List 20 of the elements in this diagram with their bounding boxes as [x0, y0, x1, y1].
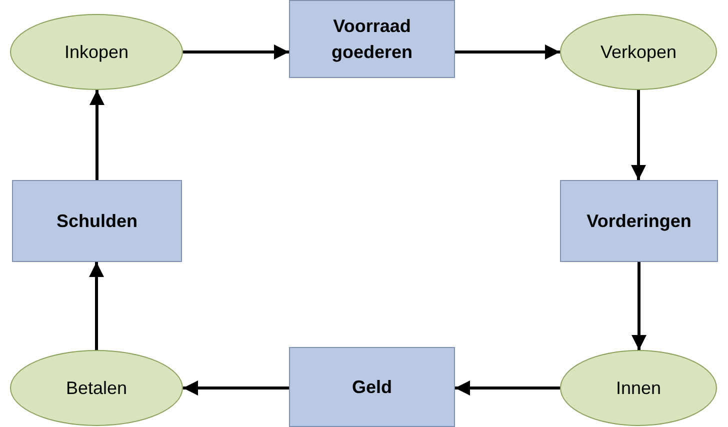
- arrow: [455, 380, 560, 396]
- arrow: [89, 262, 104, 350]
- arrow: [90, 90, 104, 180]
- process-box: [560, 180, 718, 262]
- node-label: Vorderingen: [586, 210, 692, 233]
- process-box: [289, 347, 455, 427]
- arrow: [455, 44, 560, 60]
- node-label: Geld: [350, 376, 393, 399]
- node-label: Betalen: [64, 377, 128, 400]
- node-label: Innen: [614, 377, 662, 400]
- node-label: Voorraad goederen: [330, 15, 414, 64]
- process-box: [12, 180, 182, 262]
- arrow: [631, 90, 646, 180]
- arrow: [632, 262, 646, 350]
- node-label: Verkopen: [599, 41, 678, 64]
- node-label: Inkopen: [63, 41, 130, 64]
- arrow: [183, 380, 289, 396]
- node-label: Schulden: [55, 210, 138, 233]
- process-box: [289, 0, 455, 78]
- arrow: [183, 44, 289, 60]
